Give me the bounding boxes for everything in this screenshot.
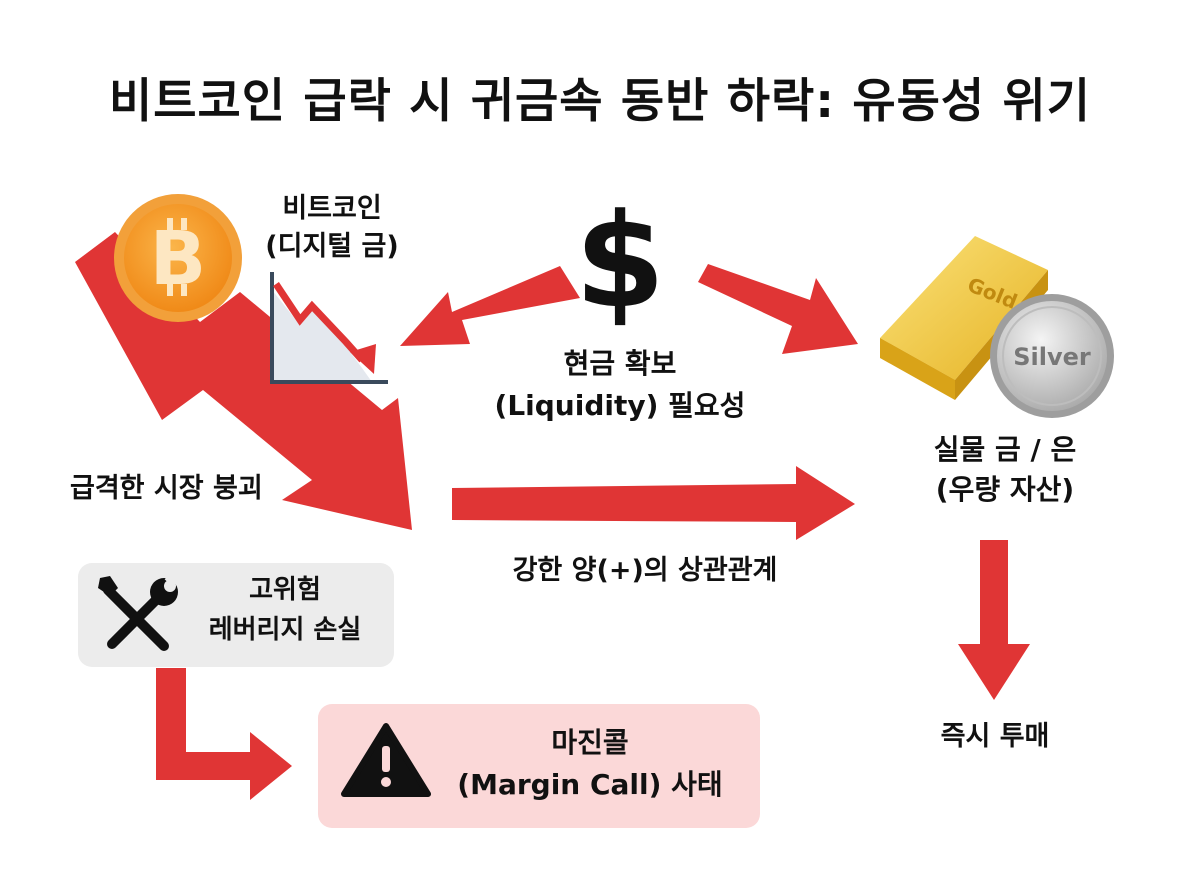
dollar-icon: $ — [575, 185, 665, 337]
cash-to-bitcoin-arrow — [400, 266, 580, 346]
correlation-label: 강한 양(+)의 상관관계 — [512, 555, 778, 586]
svg-text:B: B — [150, 216, 206, 302]
cash-to-metals-arrow — [698, 264, 858, 354]
sell-label: 즉시 투매 — [940, 721, 1050, 752]
cash-label: 현금 확보 (Liquidity) 필요성 — [470, 343, 770, 427]
leverage-label-line1: 고위험 — [249, 575, 321, 605]
diagram-title: 비트코인 급락 시 귀금속 동반 하락: 유동성 위기 — [109, 74, 1091, 129]
cash-label-line1: 현금 확보 — [563, 347, 677, 380]
silver-coin-icon: Silver — [990, 294, 1114, 418]
margin-call-label-line1: 마진콜 — [551, 726, 629, 759]
falling-chart-icon — [270, 272, 388, 384]
bitcoin-label-line2: (디지털 금) — [265, 231, 399, 262]
metals-label-line2: (우량 자산) — [935, 473, 1075, 506]
leverage-label: 고위험 레버리지 손실 — [182, 570, 388, 650]
bitcoin-icon: B — [114, 194, 242, 322]
warning-icon — [341, 723, 431, 797]
margin-call-label-line2: (Margin Call) 사태 — [457, 768, 723, 801]
metals-label: 실물 금 / 은 (우량 자산) — [880, 430, 1130, 510]
leverage-label-line2: 레버리지 손실 — [208, 615, 362, 645]
correlation-arrow — [452, 466, 855, 540]
bitcoin-label: 비트코인 (디지털 금) — [252, 190, 412, 266]
crash-label: 급격한 시장 붕괴 — [70, 473, 263, 504]
cash-label-line2: (Liquidity) 필요성 — [494, 389, 746, 422]
bitcoin-label-line1: 비트코인 — [282, 193, 382, 224]
metals-label-line1: 실물 금 / 은 — [933, 433, 1077, 466]
silver-coin-text: Silver — [1013, 343, 1091, 371]
leverage-to-margin-arrow — [156, 668, 292, 800]
tools-icon — [98, 573, 178, 651]
margin-call-label: 마진콜 (Margin Call) 사태 — [440, 722, 740, 806]
metals-to-sell-arrow — [958, 540, 1030, 700]
